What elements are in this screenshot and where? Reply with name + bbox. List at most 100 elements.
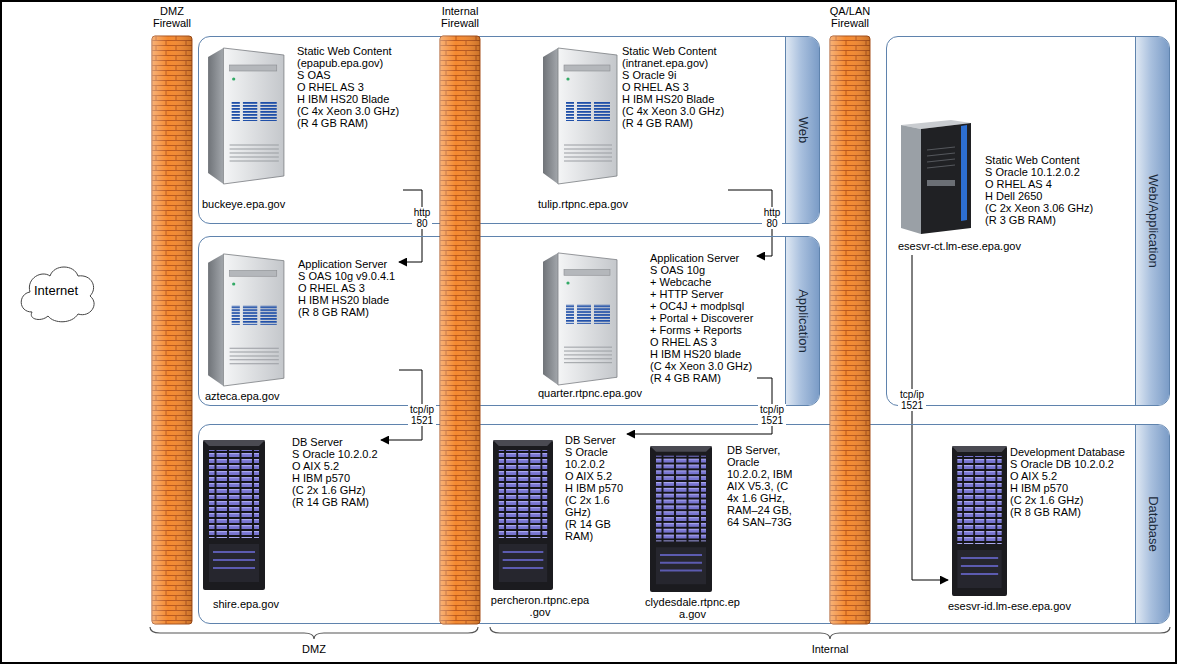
text-line: (C 4x Xeon 3.0 GHz) [650, 360, 753, 372]
server-node: DB Server S Oracle 10.2.0.2 O AIX 5.2 H … [200, 432, 381, 613]
text-line: O RHEL AS 3 [622, 81, 724, 93]
tier-label: Application [796, 289, 810, 353]
text-line: tcp/ip [900, 389, 924, 400]
text-line: S OAS 10g [650, 264, 753, 276]
server-spec: Static Web Content S Oracle 10.1.2.0.2 O… [985, 154, 1093, 226]
text-line: DB Server [292, 436, 378, 448]
text-line: (R 3 GB RAM) [985, 214, 1093, 226]
text-line: H IBM p570 [1010, 482, 1125, 494]
text-line: (C 2x Xeon 3.06 GHz) [985, 202, 1093, 214]
text-line: (C 2x 1.6 GHz) [292, 484, 378, 496]
server-spec: DB Server S Oracle 10.2.0.2 O AIX 5.2 H … [565, 434, 623, 542]
text-line: + Webcache [650, 276, 753, 288]
server-node: Application Server S OAS 10g v9.0.4.1 O … [202, 248, 399, 405]
text-line: 10.2.0.2, IBM [727, 468, 792, 480]
port-label: http 80 [412, 207, 433, 229]
text-line: GHz) [565, 506, 623, 518]
server-spec: Development Database S Oracle DB 10.2.0.… [1010, 446, 1125, 518]
text-line: 10.2.0.2 [565, 458, 623, 470]
server-spec: DB Server S Oracle 10.2.0.2 O AIX 5.2 H … [292, 436, 378, 508]
port-label: tcp/ip 1521 [758, 404, 786, 426]
text-line: Oracle [727, 456, 792, 468]
firewall-wall [440, 36, 480, 624]
text-line: http [414, 207, 431, 218]
firewall-label: DMZ Firewall [153, 5, 191, 29]
text-line: tcp/ip [760, 404, 784, 415]
zone-label: Internal [812, 643, 849, 655]
text-line: (R 4 GB RAM) [297, 117, 399, 129]
text-line: 80 [414, 218, 431, 229]
text-line: DB Server [565, 434, 623, 446]
cloud-label: Internet [34, 284, 78, 298]
text-line: RAM–24 GB, [727, 504, 792, 516]
server-spec: Static Web Content (intranet.epa.gov) S … [622, 45, 724, 129]
host-name: esesvr-id.lm-ese.epa.gov [948, 600, 1071, 612]
text-line: O RHEL AS 3 [298, 282, 395, 294]
text-line: (C 2x 1.6 [565, 494, 623, 506]
firewall-label: Internal Firewall [441, 5, 479, 29]
band-tab: Database [1135, 425, 1169, 623]
zone-label: DMZ [302, 643, 326, 655]
firewall-label: QA/LAN Firewall [830, 5, 870, 29]
blade-server [543, 48, 617, 184]
band-tab: Application [785, 237, 819, 405]
text-line: 1521 [760, 415, 784, 426]
server-spec: Application Server S OAS 10g v9.0.4.1 O … [298, 258, 395, 318]
text-line: DMZ [153, 5, 191, 17]
text-line: O AIX 5.2 [292, 460, 378, 472]
text-line: (R 14 GB [565, 518, 623, 530]
tier-band: Database DB Server S Oracle 10.2.0.2 O AI… [198, 424, 1170, 624]
text-line: Static Web Content [622, 45, 724, 57]
text-line: O RHEL AS 3 [297, 81, 399, 93]
text-line: (C 2x 1.6 GHz) [1010, 494, 1125, 506]
tier-label: Web/Application [1146, 174, 1160, 268]
server-node: DB Server S Oracle 10.2.0.2 O AIX 5.2 H … [490, 430, 627, 621]
text-line: O RHEL AS 3 [650, 336, 753, 348]
text-line: tcp/ip [410, 404, 434, 415]
server-spec: Static Web Content (epapub.epa.gov) S OA… [297, 45, 399, 129]
blade-server [208, 48, 284, 184]
text-line: H IBM HS20 blade [650, 348, 753, 360]
text-line: + HTTP Server [650, 288, 753, 300]
host-name: percheron.rtpnc.epa.gov [490, 594, 590, 618]
text-line: O AIX 5.2 [1010, 470, 1125, 482]
server-node: Static Web Content (intranet.epa.gov) S … [538, 42, 728, 213]
text-line: Firewall [441, 17, 479, 29]
host-name: quarter.rtpnc.epa.gov [538, 387, 642, 399]
tier-label: Database [1146, 496, 1160, 552]
text-line: (R 4 GB RAM) [622, 117, 724, 129]
zone-bracket [150, 627, 478, 639]
text-line: (R 4 GB RAM) [650, 372, 753, 384]
band-tab: Web/Application [1135, 37, 1169, 405]
text-line: http [764, 207, 781, 218]
text-line: 64 SAN–73G [727, 516, 792, 528]
text-line: H IBM HS20 Blade [622, 93, 724, 105]
rack-server [203, 440, 265, 590]
host-name: tulip.rtpnc.epa.gov [538, 198, 628, 210]
text-line: Development Database [1010, 446, 1125, 458]
text-line: (R 14 GB RAM) [292, 496, 378, 508]
text-line: (R 8 GB RAM) [298, 306, 395, 318]
text-line: + Forms + Reports [650, 324, 753, 336]
host-name: esesvr-ct.lm-ese.epa.gov [898, 240, 1021, 252]
server-spec: Application Server S OAS 10g + Webcache … [650, 252, 753, 384]
port-label: http 80 [762, 207, 783, 229]
text-line: Application Server [650, 252, 753, 264]
server-node: Development Database S Oracle DB 10.2.0.… [948, 440, 1128, 615]
text-line: Internal [441, 5, 479, 17]
firewall-wall [152, 36, 192, 624]
text-line: S Oracle DB 10.2.0.2 [1010, 458, 1125, 470]
text-line: S Oracle 10.2.0.2 [292, 448, 378, 460]
text-line: RAM) [565, 530, 623, 542]
text-line: (epapub.epa.gov) [297, 57, 399, 69]
text-line: 4x 1.6 GHz, [727, 492, 792, 504]
text-line: AIX V5.3, (C [727, 480, 792, 492]
rack-server [493, 440, 553, 590]
text-line: Static Web Content [985, 154, 1093, 166]
tier-band: Web/Application Static Web Content S Orac… [886, 36, 1170, 406]
text-line: S Oracle [565, 446, 623, 458]
text-line: H IBM p570 [292, 472, 378, 484]
text-line: H IBM p570 [565, 482, 623, 494]
text-line: 1521 [900, 400, 924, 411]
host-name: azteca.epa.gov [205, 390, 280, 402]
